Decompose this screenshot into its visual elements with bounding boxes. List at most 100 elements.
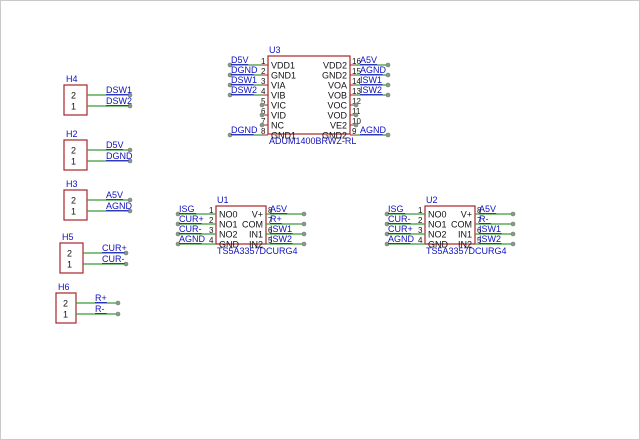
u2-junction-2 [384,221,390,227]
u1-net-3[interactable]: CUR- [179,224,202,234]
u3-net-4[interactable]: DSW2 [231,85,257,95]
u3-net-14[interactable]: ISW1 [360,75,382,85]
header-h6-body[interactable] [55,292,77,324]
header-h4-net-2[interactable]: DSW1 [106,85,132,95]
header-h4-body[interactable] [63,84,88,116]
u2-pin-3-name: NO2 [428,230,447,240]
header-h4-refdes: H4 [66,74,78,84]
u3-pin-3-num: 3 [261,77,266,86]
u3-net-15[interactable]: AGND [360,65,387,75]
u3-junction-14 [385,82,391,88]
u1-pin-3-num: 3 [209,226,214,235]
u3-pin-1-num: 1 [261,57,266,66]
u1-junction-6 [301,231,307,237]
header-h3-pin-1-num: 1 [71,207,76,217]
header-h4-net-1[interactable]: DSW2 [106,96,132,106]
u1-pin-5-name: IN2 [249,240,263,250]
header-h4-pin-1-num: 1 [71,102,76,112]
u2-net-5[interactable]: ISW2 [479,234,501,244]
u3-pin-16-num: 16 [352,57,361,66]
u2-body[interactable] [424,205,476,245]
u2-net-3[interactable]: CUR+ [388,224,413,234]
header-h6-net-1[interactable]: R- [95,304,105,314]
u2-pin-7-num: 7 [477,216,482,225]
u3-junction-9 [385,132,391,138]
header-h6-net-2[interactable]: R+ [95,293,107,303]
u3-value: ADUM1400BRWZ-RL [269,136,356,146]
u1-net-5[interactable]: ISW2 [270,234,292,244]
u2-junction-3 [384,231,390,237]
u1-net-8[interactable]: A5V [270,204,287,214]
u1-pin-4-name: GND [219,240,240,250]
header-h3-net-2[interactable]: A5V [106,190,123,200]
header-h5-net-2[interactable]: CUR+ [102,243,127,253]
u3-net-16[interactable]: A5V [360,55,377,65]
u3-junction-2 [227,72,233,78]
u1-pin-4-num: 4 [209,236,214,245]
u2-pin-8-num: 8 [477,206,482,215]
u2-pin-5-num: 5 [477,236,482,245]
u1-net-1[interactable]: ISG [179,204,195,214]
header-h2-pin-2-num: 2 [71,146,76,156]
u1-net-2[interactable]: CUR+ [179,214,204,224]
u2-net-4[interactable]: AGND [388,234,415,244]
u3-pin-4-name: VIB [271,91,286,101]
u3-net-13[interactable]: ISW2 [360,85,382,95]
u1-junction-3 [175,231,181,237]
u3-pin-13-num: 13 [352,87,361,96]
u2-pin-2-name: NO1 [428,220,447,230]
u3-junction-8 [227,132,233,138]
u2-net-1[interactable]: ISG [388,204,404,214]
header-h5-refdes: H5 [62,232,74,242]
u2-net-2[interactable]: CUR- [388,214,411,224]
u1-body[interactable] [215,205,267,245]
u3-pin-10-num: 10 [352,117,361,126]
header-h6-pin-1-num: 1 [63,310,68,320]
header-h3-body[interactable] [63,189,88,221]
u1-net-7[interactable]: R+ [270,214,282,224]
u3-body[interactable] [267,55,351,135]
u3-net-1[interactable]: D5V [231,55,249,65]
u2-net-8[interactable]: A5V [479,204,496,214]
u3-junction-3 [227,82,233,88]
u3-junction-1 [227,62,233,68]
u3-junction-15 [385,72,391,78]
header-h2-net-1[interactable]: DGND [106,151,133,161]
u3-junction-16 [385,62,391,68]
u3-net-8[interactable]: DGND [231,125,258,135]
u1-net-4[interactable]: AGND [179,234,206,244]
u2-net-7[interactable]: R- [479,214,489,224]
u3-net-3[interactable]: DSW1 [231,75,257,85]
header-h2-body[interactable] [63,139,88,171]
u1-junction-8 [301,211,307,217]
u2-value: TS5A3357DCURG4 [426,246,507,256]
header-h6-refdes: H6 [58,282,70,292]
u2-refdes: U2 [426,195,438,205]
u2-pin-6-name: IN1 [458,230,472,240]
u1-junction-5 [301,241,307,247]
u3-pin-7-end [259,122,265,128]
u1-symbol: U1TS5A3357DCURG4NO01ISGNO12CUR+NO23CUR-G… [175,195,307,256]
u1-junction-2 [175,221,181,227]
header-h5-body[interactable] [59,242,84,274]
u3-net-2[interactable]: DGND [231,65,258,75]
u1-pin-6-name: IN1 [249,230,263,240]
u2-pin-1-name: NO0 [428,210,447,220]
u3-net-9[interactable]: AGND [360,125,387,135]
u2-pin-5-name: IN2 [458,240,472,250]
header-h4-junction-2 [127,92,133,98]
u1-junction-7 [301,221,307,227]
header-h5-junction-1 [123,261,129,267]
u3-pin-6-num: 6 [261,107,266,116]
header-h2-junction-1 [127,158,133,164]
header-h2-net-2[interactable]: D5V [106,140,124,150]
header-h5-net-1[interactable]: CUR- [102,254,125,264]
header-h4-pin-2-num: 2 [71,91,76,101]
header-h5-junction-2 [123,250,129,256]
header-h3-net-1[interactable]: AGND [106,201,133,211]
u1-pin-5-num: 5 [268,236,273,245]
u1-net-6[interactable]: ISW1 [270,224,292,234]
u2-net-6[interactable]: ISW1 [479,224,501,234]
